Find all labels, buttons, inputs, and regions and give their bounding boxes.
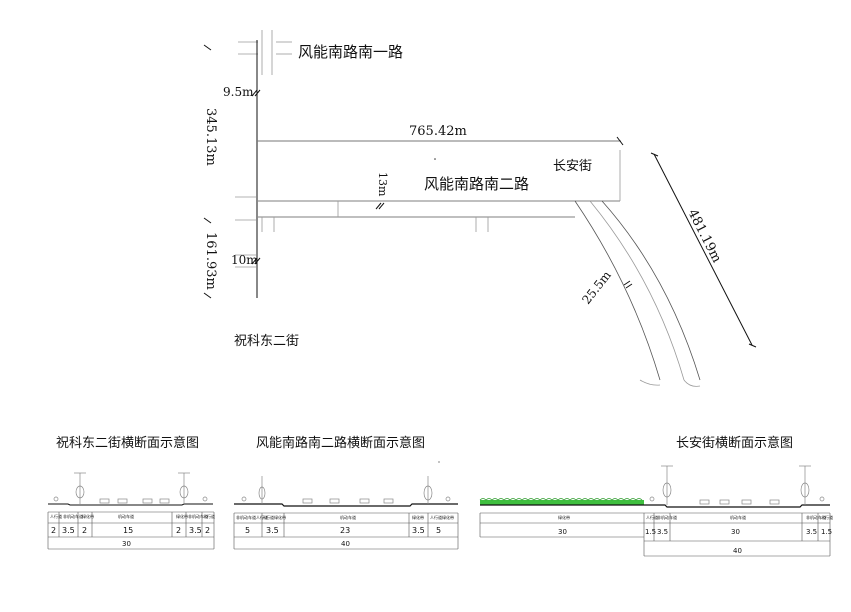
east-road-end — [683, 379, 701, 387]
section-values: 2 3.5 2 15 2 3.5 2 30 — [51, 526, 210, 548]
cross-section-1: 祝科东二街横断面示意图 人行道 非机动车道 绿化带 机动车道 绿化带 非机动车道… — [47, 435, 215, 550]
zone-label: 非机动车道 — [188, 513, 208, 519]
section-value: 15 — [123, 526, 133, 535]
east-road-edge — [574, 200, 661, 381]
green-belt-shrubs — [479, 498, 643, 501]
dimension-tick — [203, 217, 212, 224]
zone-label: 绿化带 — [412, 514, 424, 520]
zone-label: 非机动车道 — [657, 514, 677, 520]
road-label-west: 祝科东二街 — [234, 334, 299, 349]
zone-label: 非机动车道 — [806, 514, 826, 520]
middle-road-stub — [475, 217, 489, 232]
zone-label: 非机动车道人行道 — [236, 514, 268, 520]
dimension-label: 25.5m — [579, 268, 614, 307]
zone-label: 机动车道 — [730, 514, 746, 520]
section-ground — [480, 504, 830, 508]
section-total: 30 — [122, 540, 131, 548]
section-zone-labels: 人行道 非机动车道 绿化带 机动车道 绿化带 非机动车道 人行道 — [50, 513, 215, 519]
dimension-tick — [748, 343, 757, 348]
section-total: 40 — [341, 540, 350, 548]
survey-dot — [434, 158, 436, 160]
section-value: 3.5 — [62, 526, 75, 535]
section-value: 3.5 — [657, 528, 668, 536]
section-value: 23 — [340, 526, 350, 535]
section-value: 2 — [205, 526, 210, 535]
section-values: 30 1.5 3.5 30 3.5 1.5 40 — [558, 528, 832, 555]
zone-label: 机动车道 — [118, 513, 134, 519]
section-value: 2 — [51, 526, 56, 535]
section-value: 30 — [558, 528, 567, 536]
section-zone-labels: 非机动车道人行道 人行道绿化带 机动车道 绿化带 人行道绿化带 — [236, 514, 454, 520]
site-plan — [235, 30, 701, 387]
dimension-tick — [650, 152, 659, 157]
section-title: 长安街横断面示意图 — [676, 435, 793, 451]
section-total: 40 — [733, 547, 742, 555]
section-zone-labels: 绿化带 人行道 非机动车道 机动车道 非机动车道 人行道 — [558, 514, 833, 520]
section-tree — [649, 465, 825, 505]
road-label-north: 风能南路南一路 — [298, 43, 403, 61]
cross-section-3: 长安街横断面示意图 绿化带 人行道 非机动车道 机动车道 非机动车道 人行道 — [479, 435, 833, 557]
east-road-edge — [589, 200, 685, 381]
section-value: 5 — [436, 526, 441, 535]
section-value: 3.5 — [266, 526, 279, 535]
dimension-tick — [616, 136, 624, 146]
zone-label: 绿化带 — [82, 513, 94, 519]
east-dimension-line — [653, 153, 753, 346]
width-marker — [623, 280, 633, 289]
plan-labels: 风能南路南一路 风能南路南二路 长安街 祝科东二街 9.5m 10m 765.4… — [203, 43, 724, 349]
section-value: 2 — [82, 526, 87, 535]
section-title: 风能南路南二路横断面示意图 — [256, 435, 425, 451]
dimension-label: 765.42m — [409, 124, 467, 139]
section-dimension-grid — [47, 511, 215, 550]
dimension-tick — [203, 292, 212, 299]
zone-label: 绿化带 — [176, 513, 188, 519]
section-values: 5 3.5 23 3.5 5 40 — [245, 526, 441, 548]
section-value: 2 — [176, 526, 181, 535]
section-value: 3.5 — [806, 528, 817, 536]
section-value: 30 — [731, 528, 740, 536]
width-marker — [251, 89, 261, 97]
dimension-label: 345.13m — [203, 108, 218, 166]
dimension-label: 13m — [376, 172, 389, 197]
section-value: 1.5 — [821, 528, 832, 536]
section-value: 3.5 — [412, 526, 425, 535]
section-value: 1.5 — [645, 528, 656, 536]
dimension-label: 161.93m — [203, 232, 218, 290]
green-belt — [480, 500, 644, 505]
dimension-label: 481.19m — [684, 207, 724, 265]
dimension-lines — [203, 40, 757, 348]
zone-label: 人行道绿化带 — [430, 514, 454, 520]
section-value: 3.5 — [189, 526, 202, 535]
road-label-middle: 风能南路南二路 — [424, 175, 529, 193]
zone-label: 人行道 — [203, 513, 215, 519]
zone-label: 人行道 — [646, 514, 658, 520]
dimension-label: 9.5m — [223, 85, 254, 99]
east-road-edge — [601, 200, 701, 381]
zone-label: 绿化带 — [558, 514, 570, 520]
zone-label: 人行道 — [50, 513, 62, 519]
middle-road-stub — [261, 217, 275, 232]
zone-label: 人行道 — [821, 514, 833, 520]
zone-label: 机动车道 — [340, 514, 356, 520]
width-marker — [251, 257, 261, 265]
cross-section-2: 风能南路南二路横断面示意图 非机动车道人行道 人行道绿化带 机动车道 绿化带 人… — [233, 435, 459, 550]
section-tree — [241, 476, 451, 504]
section-title: 祝科东二街横断面示意图 — [56, 435, 199, 451]
survey-dot — [438, 461, 440, 463]
section-ground — [234, 503, 458, 507]
width-marker — [375, 202, 385, 210]
section-value: 5 — [245, 526, 250, 535]
section-dimension-grid — [479, 512, 831, 557]
dimension-tick — [203, 44, 212, 51]
section-ground — [48, 503, 213, 506]
zone-label: 人行道绿化带 — [262, 514, 286, 520]
dimension-label: 10m — [231, 253, 258, 267]
east-road-end — [639, 379, 661, 386]
zone-label: 非机动车道 — [63, 513, 83, 519]
section-tree — [53, 472, 208, 504]
section-dimension-grid — [233, 512, 459, 550]
road-label-east: 长安街 — [553, 159, 592, 174]
